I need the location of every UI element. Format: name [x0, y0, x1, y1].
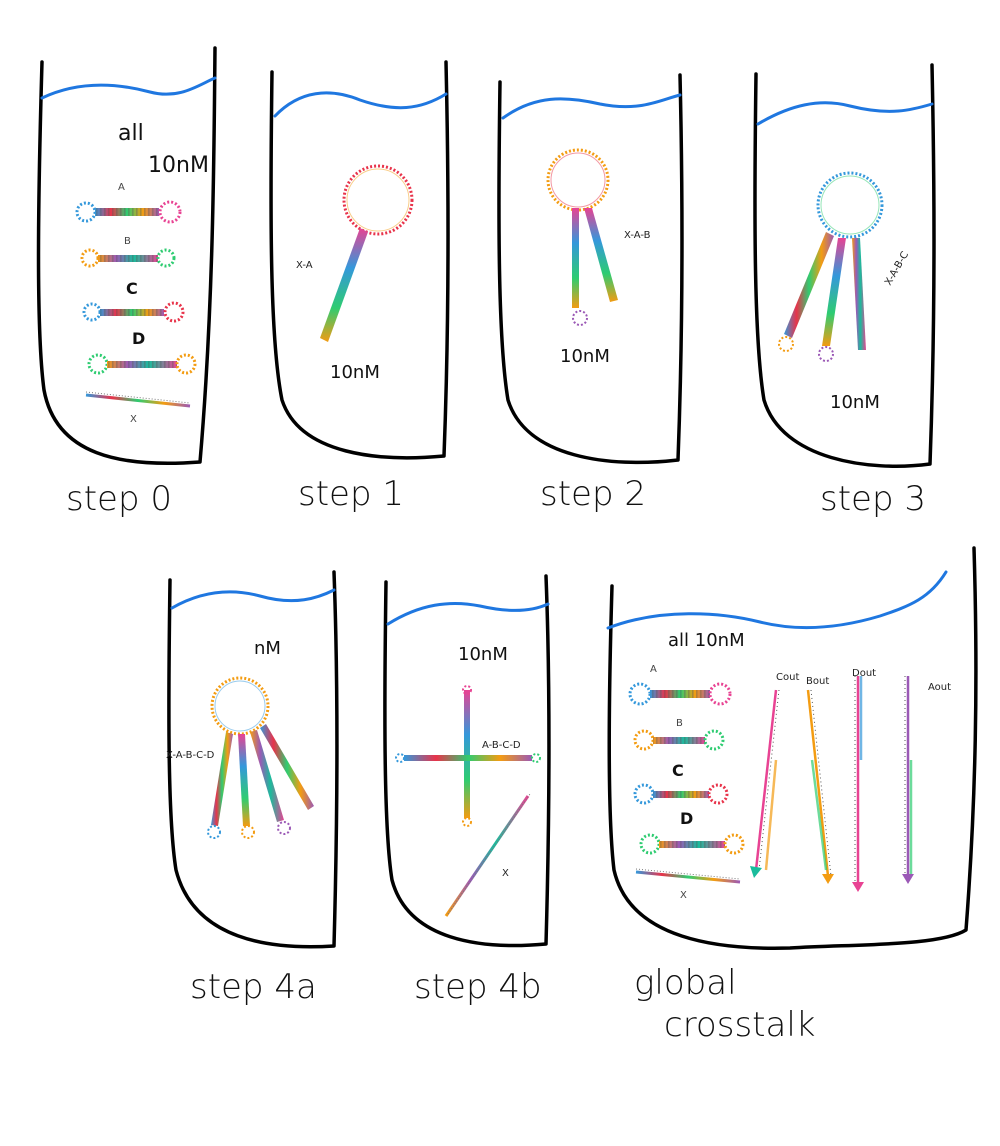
step0-hairpin-b-label: B: [124, 236, 131, 247]
step4b-label: step 4b: [414, 967, 542, 1007]
global-hairpin-d: D: [639, 809, 745, 855]
step1-contents: X-A 10nM step 1: [296, 164, 414, 514]
step0-hairpin-d: D: [87, 329, 197, 375]
step4a-stem-1: [211, 732, 233, 826]
step0-hairpin-d-label: D: [132, 329, 145, 348]
step3-stem-3: [852, 238, 866, 350]
step3-concentration: 10nM: [830, 392, 880, 413]
step3-stem-2: [822, 238, 846, 346]
global-hairpin-b-label: B: [676, 718, 683, 729]
global-concentration: all 10nM: [668, 630, 745, 651]
step2-loop: [546, 148, 610, 212]
global-strand-x-label: X: [680, 890, 687, 901]
step1-concentration: 10nM: [330, 362, 380, 383]
beaker-step4a: [167, 570, 339, 949]
step4b-contents: 10nM A-B-C-D X step 4b: [395, 644, 542, 1007]
global-hairpin-b: B: [633, 718, 725, 751]
step2-concentration: 10nM: [560, 346, 610, 367]
step4a-loop: [210, 676, 270, 736]
global-label: global: [634, 963, 737, 1003]
step4a-concentration: nM: [254, 638, 281, 659]
step0-strand-x: X: [85, 391, 191, 425]
global-label-line2: crosstalk: [664, 1005, 815, 1045]
step4b-strand-x: [444, 795, 530, 917]
beaker-step4b: [383, 574, 551, 948]
step2-label: step 2: [540, 474, 646, 514]
step0-contents: all 10nM A B C D: [66, 121, 209, 519]
step3-loop: [816, 171, 884, 239]
global-hairpin-c-label: C: [672, 761, 684, 780]
step4a-stem-3: [250, 730, 284, 822]
global-strand-x: X: [635, 868, 741, 901]
global-output-cout-label: Cout: [776, 672, 799, 683]
step3-label: step 3: [820, 479, 926, 519]
step2-stem-1: [572, 208, 579, 308]
step0-hairpin-b: B: [80, 236, 176, 268]
global-output-bout-label: Bout: [806, 676, 829, 687]
step4b-arm-horizontal: [404, 755, 532, 761]
beaker-step0: [36, 46, 217, 466]
step4b-concentration: 10nM: [458, 644, 508, 665]
step4a-contents: nM X-A-B-C-D step 4a: [166, 638, 317, 1007]
step0-strand-x-label: X: [130, 414, 137, 425]
global-hairpin-a-label: A: [650, 664, 657, 675]
step4a-complex-label: X-A-B-C-D: [166, 750, 215, 761]
step1-stem: [320, 228, 368, 342]
step2-stem-2: [584, 208, 618, 302]
global-output-aout: Aout: [902, 676, 951, 884]
step0-hairpin-a-label: A: [118, 182, 125, 193]
step4a-stem-4: [260, 724, 314, 810]
step2-complex-label: X-A-B: [624, 230, 651, 241]
step4a-stem-2: [238, 734, 250, 826]
step1-loop: [342, 164, 414, 236]
step0-hairpin-c: C: [82, 279, 185, 323]
global-output-cout: Cout: [750, 672, 799, 878]
step0-concentration-line1: all: [118, 121, 144, 146]
step0-hairpin-c-label: C: [126, 279, 138, 298]
global-output-bout: Bout: [806, 676, 834, 884]
step2-contents: X-A-B 10nM step 2: [540, 148, 651, 514]
step4b-arm-vertical: [464, 690, 470, 818]
step1-complex-label: X-A: [296, 260, 313, 271]
global-output-dout-label: Dout: [852, 668, 876, 679]
beaker-step1: [269, 60, 450, 460]
global-hairpin-c: C: [633, 761, 729, 805]
step0-concentration: 10nM: [148, 153, 209, 178]
step4a-label: step 4a: [190, 967, 317, 1007]
step0-hairpin-a: A: [75, 182, 182, 224]
step3-complex-label: X-A-B-C: [883, 250, 911, 288]
step4b-strand-x-label: X: [502, 868, 509, 879]
global-output-dout: Dout: [852, 668, 876, 892]
step3-stem-1: [784, 232, 834, 338]
global-hairpin-d-label: D: [680, 809, 693, 828]
beaker-step2: [497, 73, 684, 465]
beaker-global: [606, 546, 978, 950]
step0-label: step 0: [66, 479, 172, 519]
step1-label: step 1: [298, 474, 404, 514]
beaker-step3: [753, 63, 936, 468]
global-contents: all 10nM A B C D: [628, 630, 951, 1045]
step4b-complex-label: A-B-C-D: [482, 740, 521, 751]
global-hairpin-a: A: [628, 664, 732, 706]
global-output-aout-label: Aout: [928, 682, 951, 693]
